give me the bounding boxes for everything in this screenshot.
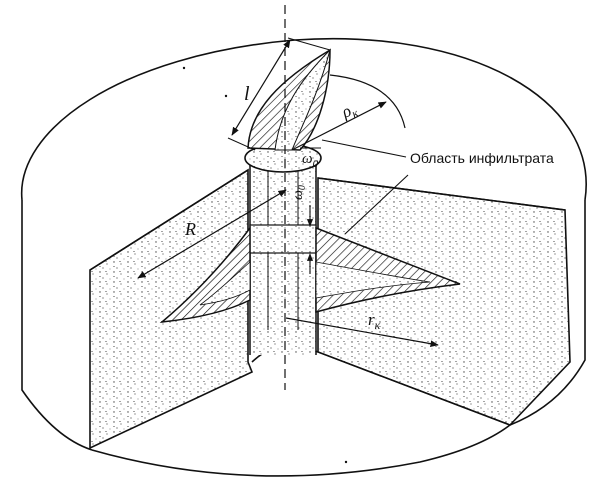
callout-infiltration-region: Область инфильтрата (410, 150, 554, 166)
dimension-l (227, 37, 331, 151)
dimension-R (137, 189, 287, 279)
label-omega-side: ω0 (291, 185, 308, 200)
label-R: R (184, 219, 196, 239)
lower-infiltration-lens (159, 225, 461, 324)
label-l: l (244, 83, 250, 105)
cylinder-side (21, 200, 586, 477)
scan-specks (182, 66, 348, 464)
upper-infiltration-lens (247, 48, 331, 151)
label-r-k: rк (368, 310, 381, 332)
dimension-rho-k (291, 74, 406, 151)
dimension-r-k (285, 317, 439, 347)
callout-leaders (321, 139, 409, 235)
shaft-band (249, 224, 317, 254)
label-omega-top: ω0 (302, 151, 319, 170)
